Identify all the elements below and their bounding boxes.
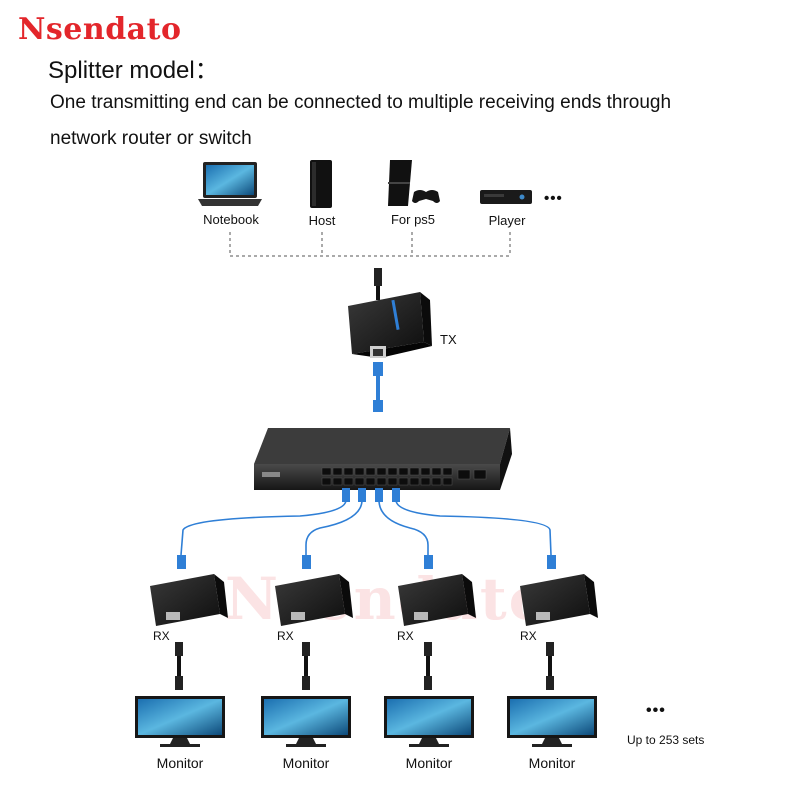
- monitor-label-4: Monitor: [528, 755, 576, 771]
- hdmi-receiver-icon: [275, 574, 353, 626]
- monitor-label-3: Monitor: [405, 755, 453, 771]
- monitor-label-2: Monitor: [282, 755, 330, 771]
- source-label-ps5: For ps5: [390, 212, 436, 227]
- sources-ellipsis: •••: [544, 190, 563, 207]
- source-connections: [229, 232, 511, 257]
- network-switch-icon: [254, 428, 512, 490]
- source-label-notebook: Notebook: [203, 212, 259, 227]
- tx-switch-cable: [373, 362, 383, 412]
- tx-label: TX: [440, 332, 457, 347]
- rx-label-1: RX: [153, 629, 170, 643]
- transmitter-box: [348, 292, 432, 358]
- hdmi-receiver-icon: [520, 574, 598, 626]
- switch-rx-cables: [180, 499, 552, 556]
- monitor-icon: [384, 696, 474, 747]
- monitor-icon: [507, 696, 597, 747]
- laptop-icon: [198, 162, 262, 206]
- capacity-note: Up to 253 sets: [627, 733, 705, 747]
- hdmi-output-cables: [175, 642, 554, 690]
- source-label-player: Player: [488, 213, 526, 228]
- brand-logo: Nsendato: [18, 12, 182, 47]
- description-line-1: One transmitting end can be connected to…: [50, 92, 672, 113]
- media-player-icon: [480, 190, 532, 204]
- rx-label-2: RX: [277, 629, 294, 643]
- game-console-icon: [388, 160, 440, 206]
- rx-label-3: RX: [397, 629, 414, 643]
- hdmi-input-cable: [374, 268, 382, 300]
- switch-rx-plugs: [177, 488, 556, 569]
- hdmi-receiver-icon: [150, 574, 228, 626]
- description-line-2: network router or switch: [50, 128, 252, 149]
- pc-tower-icon: [310, 160, 332, 208]
- source-label-host: Host: [308, 213, 336, 228]
- monitor-icon: [261, 696, 351, 747]
- hdmi-receiver-icon: [398, 574, 476, 626]
- monitor-icon: [135, 696, 225, 747]
- monitor-label-1: Monitor: [156, 755, 204, 771]
- monitors-ellipsis: •••: [646, 702, 666, 719]
- rx-label-4: RX: [520, 629, 537, 643]
- page-title: Splitter model：: [48, 57, 219, 84]
